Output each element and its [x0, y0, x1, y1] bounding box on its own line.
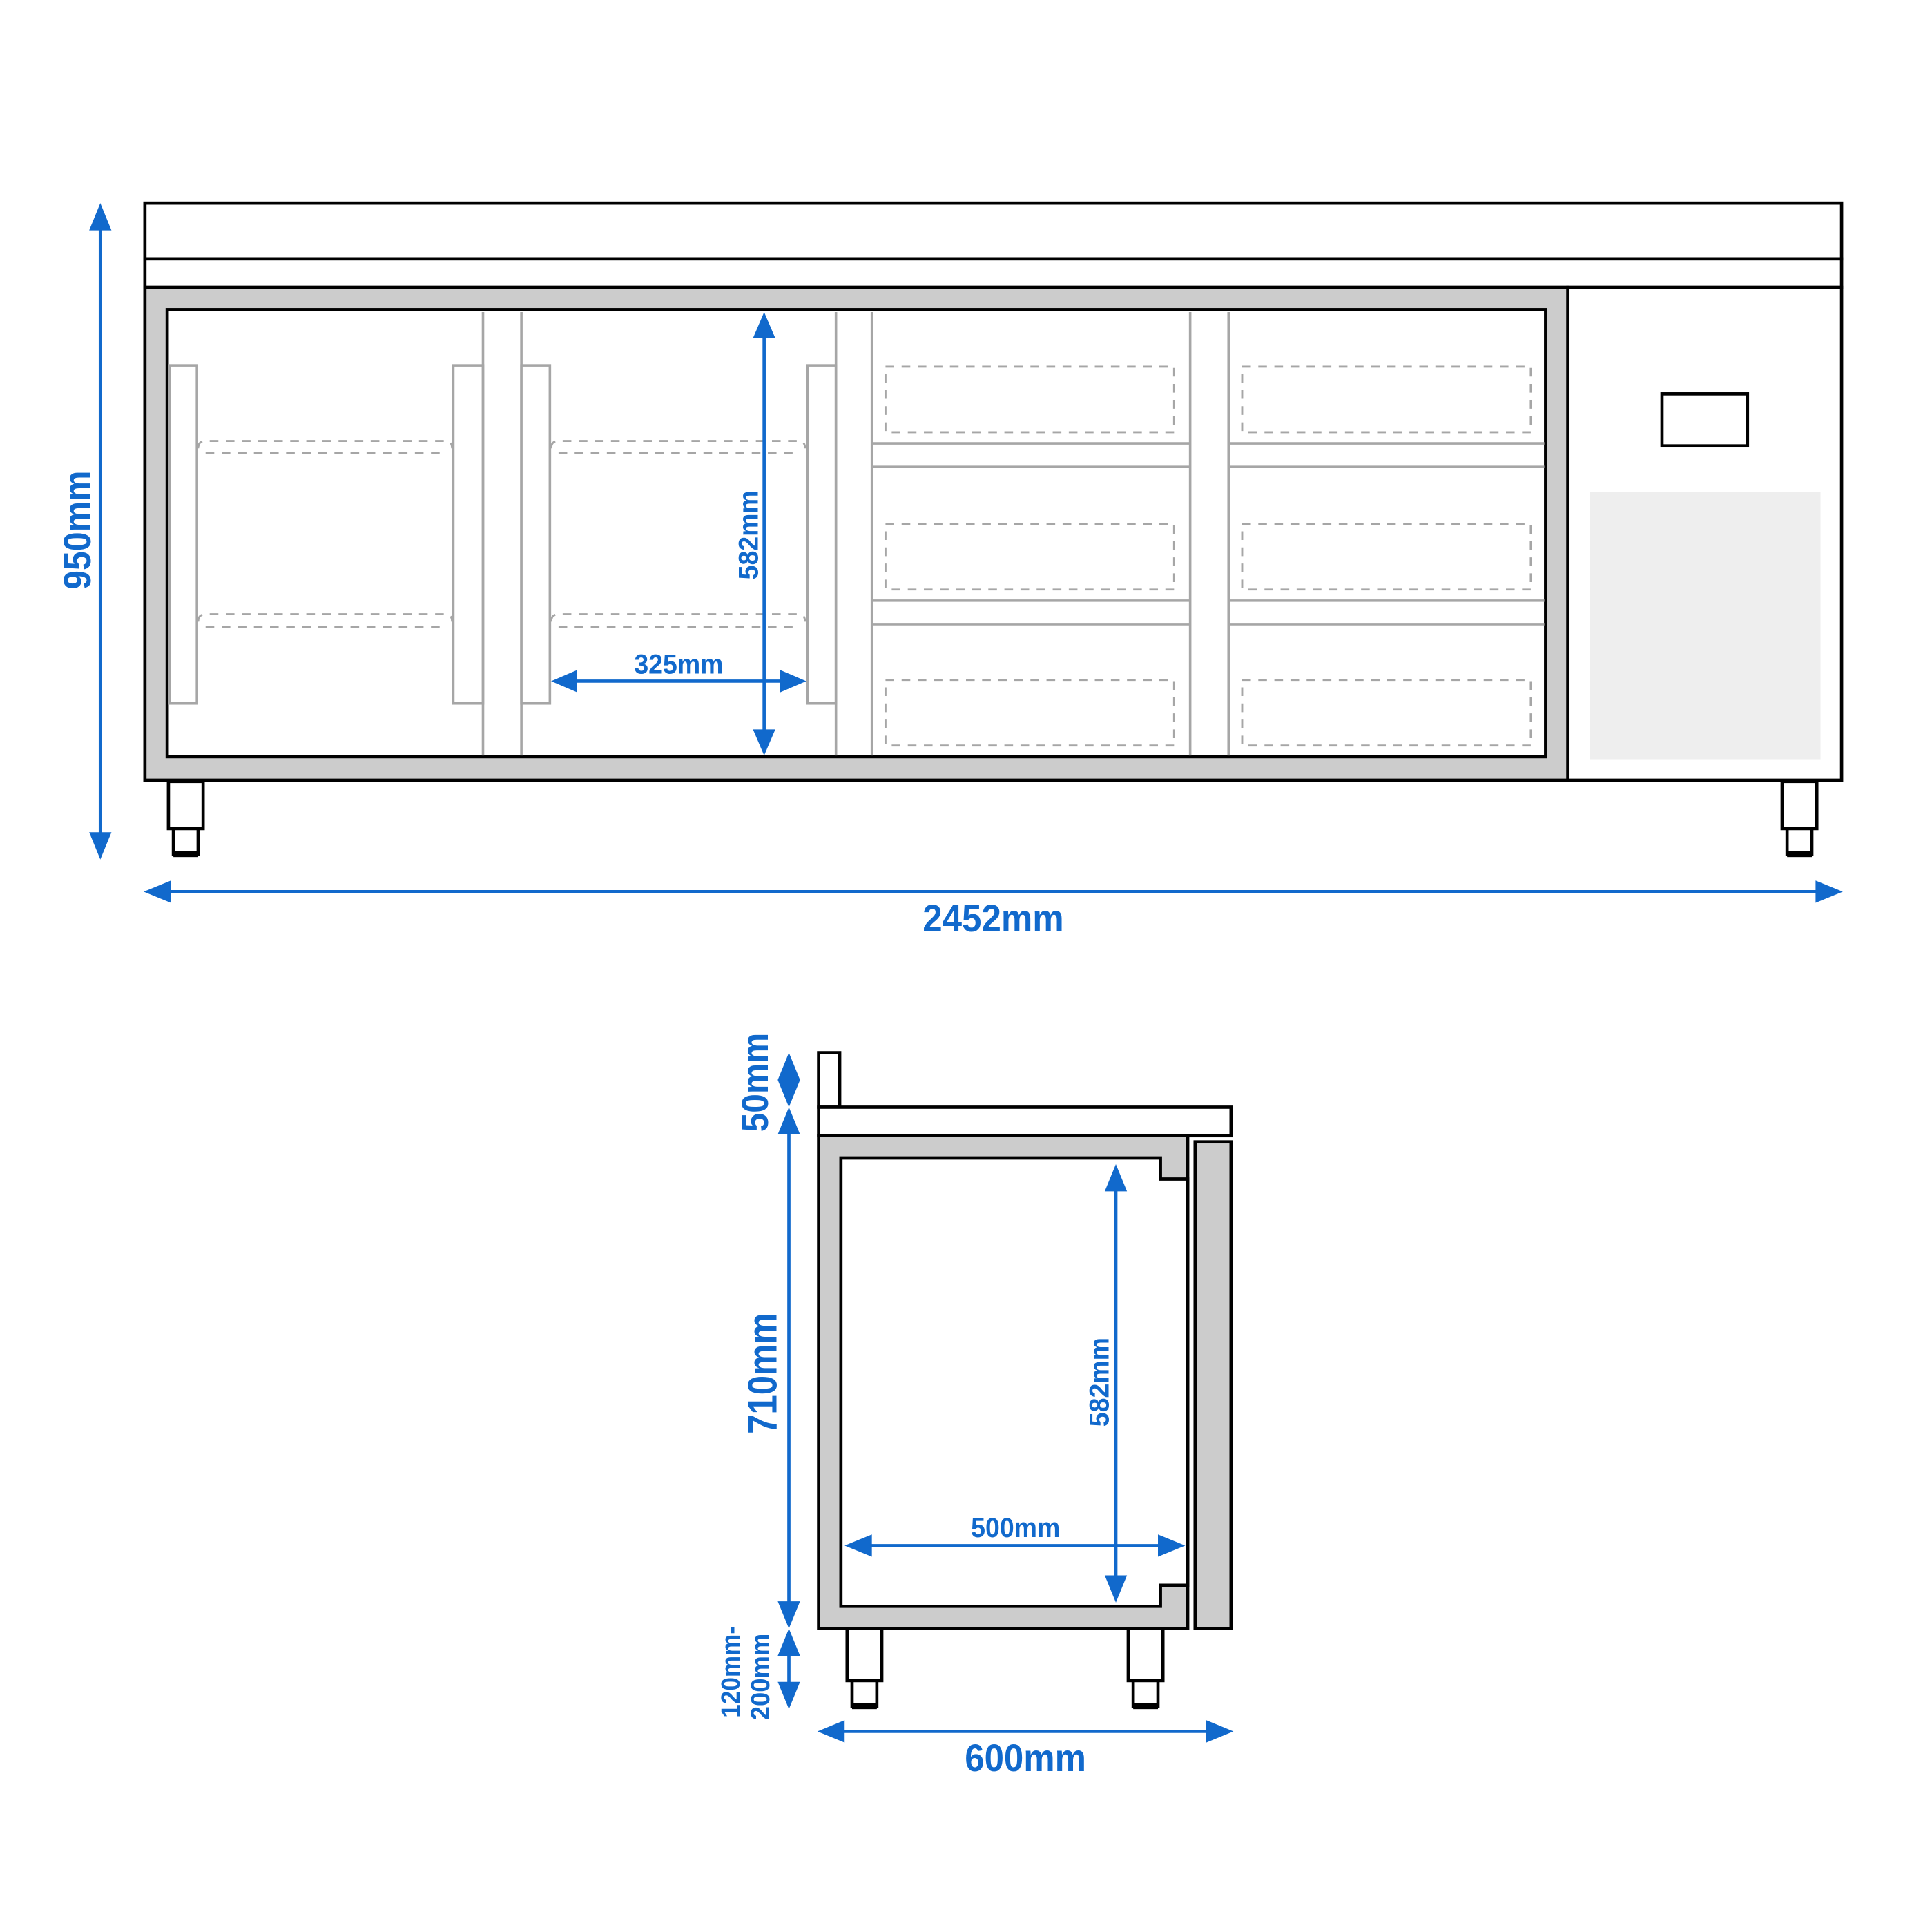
- dimension-label-line1: 120mm-: [716, 1626, 745, 1718]
- glass-door-2: [520, 311, 873, 756]
- dimension-interior-height: 582mm: [734, 311, 775, 756]
- leg-left: [166, 780, 205, 858]
- dimension-side-interior-height: 582mm: [1084, 1163, 1128, 1603]
- worktop-edge: [143, 257, 1844, 289]
- dimension-upstand-height: 50mm: [735, 1033, 800, 1132]
- leg-right: [1780, 780, 1819, 858]
- dimension-overall-height: 950mm: [56, 203, 112, 860]
- glass-door-1: [168, 311, 523, 756]
- door-handle-left: [520, 364, 552, 705]
- dimension-side-overall-depth: 600mm: [817, 1720, 1234, 1779]
- front-view: 950mm 2452mm 582mm 325mm: [56, 201, 1844, 940]
- dimension-label: 600mm: [965, 1737, 1086, 1779]
- door-handle-right: [806, 364, 838, 705]
- side-leg-front: [845, 1627, 884, 1710]
- shelf-dashed: [550, 613, 806, 628]
- side-worktop: [817, 1105, 1233, 1138]
- dimension-body-height: 710mm: [740, 1107, 800, 1629]
- door-handle-left: [168, 364, 198, 705]
- upstand: [817, 1051, 842, 1109]
- control-display: [1660, 392, 1750, 448]
- dimension-overall-width: 2452mm: [144, 880, 1843, 940]
- dimension-leg-height: 120mm- 200mm: [716, 1626, 800, 1720]
- shelf-dashed: [550, 440, 806, 454]
- dimension-side-interior-depth: 500mm: [844, 1513, 1186, 1557]
- door-handle-right: [452, 364, 485, 705]
- worktop: [143, 201, 1844, 261]
- dimension-label: 325mm: [634, 650, 723, 680]
- dimension-label: 500mm: [971, 1513, 1060, 1543]
- side-cabinet-interior: [839, 1156, 1190, 1608]
- cabinet-interior: [165, 308, 1547, 759]
- shelf-dashed: [197, 440, 454, 454]
- dimension-label: 582mm: [1084, 1337, 1114, 1427]
- side-view: 50mm 710mm 120mm- 200mm 582mm: [716, 1033, 1234, 1779]
- dimension-label: 950mm: [56, 471, 99, 590]
- side-door: [1193, 1140, 1233, 1630]
- drawer-block: [871, 311, 1545, 756]
- ventilation-grille: [1590, 492, 1821, 760]
- side-leg-rear: [1126, 1627, 1165, 1710]
- dimension-label: 2452mm: [922, 897, 1063, 940]
- shelf-dashed: [197, 613, 454, 628]
- dimension-label: 710mm: [740, 1313, 786, 1434]
- dimension-interior-width: 325mm: [551, 650, 806, 693]
- dimension-label-line2: 200mm: [746, 1634, 775, 1721]
- dimension-label: 50mm: [735, 1033, 776, 1132]
- dimension-label: 582mm: [734, 490, 764, 579]
